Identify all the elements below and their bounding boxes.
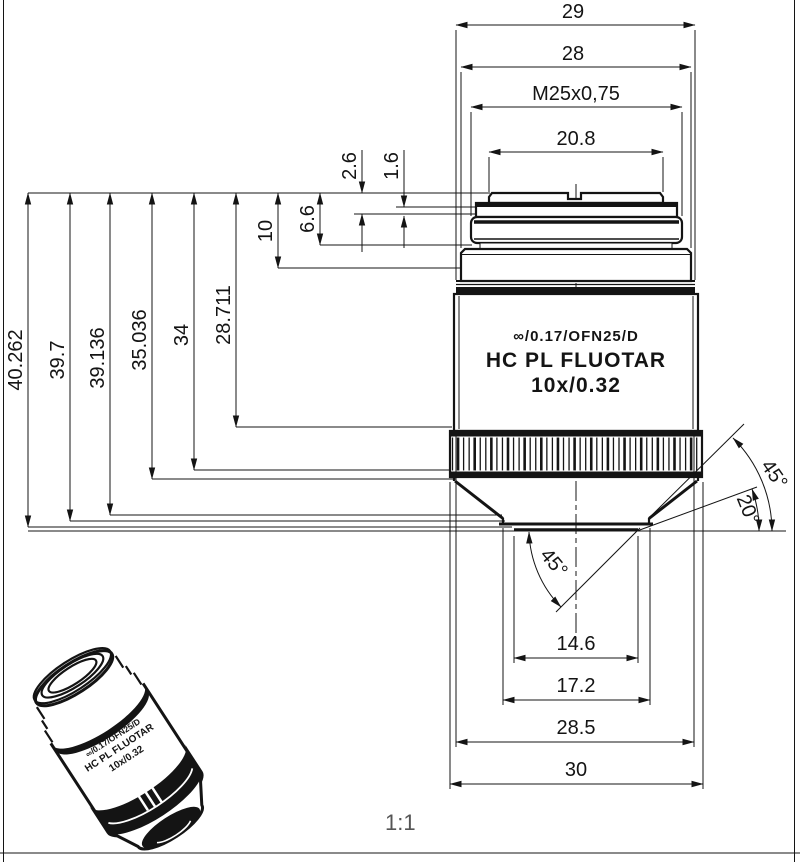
dim-2-6-label: 2.6 [339, 152, 361, 180]
objective-inscription-line3: 10x/0.32 [531, 374, 621, 397]
dim-28-5-label: 28.5 [557, 717, 596, 739]
dim-14-6-label: 14.6 [557, 633, 596, 655]
dim-6-6-label: 6.6 [297, 205, 319, 233]
dimensions-top: 29 28 M25x0,75 20.8 [455, 1, 696, 280]
dim-39-136-label: 39.136 [87, 327, 109, 388]
dim-35-036-label: 35.036 [129, 309, 151, 370]
dim-39-7-label: 39.7 [47, 341, 69, 380]
dim-30-label: 30 [565, 759, 587, 781]
dimensions-left: 40.262 39.7 39.136 35.036 34 28.711 10 6… [5, 150, 786, 532]
dim-10-label: 10 [255, 220, 277, 242]
dim-20-8-label: 20.8 [557, 128, 596, 150]
dim-17-2-label: 17.2 [557, 675, 596, 697]
dim-1-6-label: 1.6 [381, 152, 403, 180]
knurl-texture [451, 437, 698, 471]
dim-29-label: 29 [562, 1, 584, 23]
dim-m25-label: M25x0,75 [532, 83, 620, 105]
dimensions-bottom: 14.6 17.2 28.5 30 [449, 436, 704, 789]
angle-45-bottom-label: 45° [535, 544, 571, 581]
dim-34-label: 34 [171, 324, 193, 346]
dim-28-label: 28 [562, 43, 584, 65]
objective-main-view: ∞/0.17/OFN25/D HC PL FLUOTAR 10x/0.32 [448, 191, 704, 531]
objective-inscription-line2: HC PL FLUOTAR [486, 349, 666, 372]
dim-40-262-label: 40.262 [5, 329, 27, 390]
objective-iso-view: ∞/0.17/OFN25/D HC PL FLUOTAR 10x/0.32 [32, 647, 204, 851]
scale-label: 1:1 [385, 810, 416, 835]
objective-inscription-line1: ∞/0.17/OFN25/D [513, 328, 639, 345]
angle-45-top-label: 45° [756, 456, 791, 493]
dim-28-711-label: 28.711 [213, 285, 235, 345]
